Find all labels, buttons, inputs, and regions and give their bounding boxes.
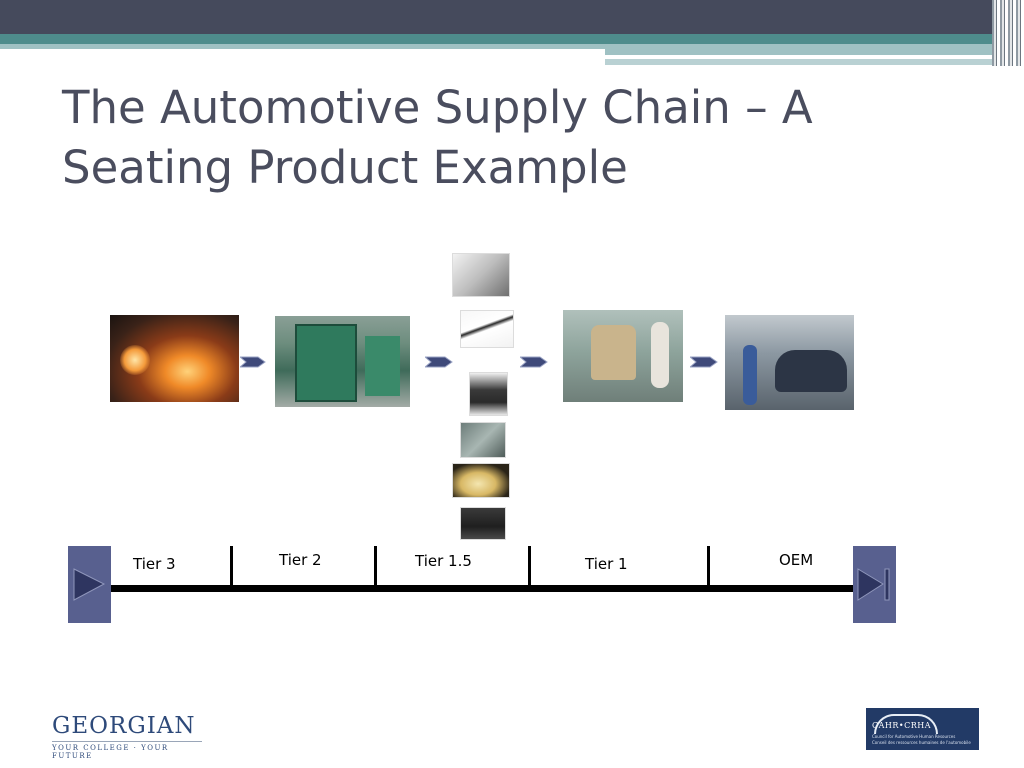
seat-mechanism-photo xyxy=(460,422,506,458)
play-triangle-icon xyxy=(73,568,106,601)
skip-to-end-button[interactable] xyxy=(853,546,896,623)
flow-arrow-icon xyxy=(425,356,453,368)
georgian-logo-text: GEORGIAN xyxy=(52,713,196,739)
header-band-right xyxy=(605,44,1000,55)
slide-title-line2: Seating Product Example xyxy=(62,141,628,194)
flow-arrow-icon xyxy=(520,356,548,368)
play-button[interactable] xyxy=(68,546,111,623)
cahr-logo: CAHR•CRHA Council for Automotive Human R… xyxy=(866,708,979,750)
header-band-teal xyxy=(0,34,1024,44)
cahr-logo-line2: Conseil des ressources humaines de l'aut… xyxy=(872,740,971,745)
stamping-press-photo xyxy=(275,316,410,407)
header-band-right-lower xyxy=(605,59,1000,65)
tier-2-label: Tier 2 xyxy=(279,551,322,569)
timeline-divider xyxy=(374,546,377,586)
timeline-divider xyxy=(230,546,233,586)
timeline-divider xyxy=(707,546,710,586)
tier-1-label: Tier 1 xyxy=(585,555,628,573)
steel-mill-photo xyxy=(110,315,239,402)
cahr-logo-text: CAHR•CRHA xyxy=(872,721,932,730)
georgian-logo-tagline: YOUR COLLEGE · YOUR FUTURE xyxy=(52,741,202,760)
georgian-logo: GEORGIAN YOUR COLLEGE · YOUR FUTURE xyxy=(52,713,212,760)
skip-to-end-icon xyxy=(857,568,890,601)
tier-3-label: Tier 3 xyxy=(133,555,176,573)
timeline-divider xyxy=(528,546,531,586)
header-band-accent xyxy=(825,55,945,59)
header-stripes xyxy=(992,0,1024,66)
cahr-logo-line1: Council for Automotive Human Resources xyxy=(872,734,956,739)
tier-1-5-label: Tier 1.5 xyxy=(415,552,472,570)
seat-cover-fabric-photo xyxy=(460,507,506,540)
flow-arrow-icon xyxy=(690,356,718,368)
header-band-light xyxy=(0,44,605,49)
seat-assembly-line-photo xyxy=(563,310,683,402)
oem-label: OEM xyxy=(779,551,814,569)
seat-adjuster-parts-photo xyxy=(452,253,510,297)
seat-foam-cushion-photo xyxy=(452,463,510,498)
header-band-dark xyxy=(0,0,1024,34)
flow-arrow-icon xyxy=(240,356,266,368)
seat-frame-bracket-photo xyxy=(469,372,508,416)
slide-title: The Automotive Supply Chain – A Seating … xyxy=(62,78,882,198)
timeline-bar xyxy=(110,585,856,592)
vehicle-assembly-plant-photo xyxy=(725,315,854,410)
slide-title-line1: The Automotive Supply Chain – A xyxy=(62,81,813,134)
seat-track-rail-photo xyxy=(460,310,514,348)
